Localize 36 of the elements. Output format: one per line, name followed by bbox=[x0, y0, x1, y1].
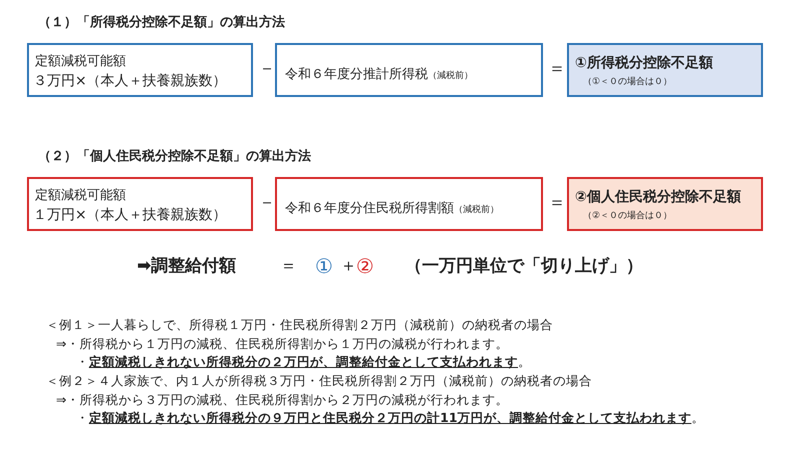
box-text: ３万円×（本人＋扶養親族数） bbox=[33, 72, 227, 90]
example-text: ⇒・所得税から３万円の減税、住民税所得割から２万円の減税が行われます。 bbox=[56, 391, 508, 409]
circled-number: ① bbox=[315, 253, 333, 280]
result-box bbox=[567, 43, 763, 97]
equals-sign: ＝ bbox=[548, 57, 566, 81]
box-text: 令和６年度分住民税所得割額 bbox=[285, 201, 454, 216]
box-note: （減税前） bbox=[428, 71, 473, 81]
circled-number: ② bbox=[356, 253, 374, 280]
rounding-note: （一万円単位で「切り上げ」） bbox=[405, 255, 643, 278]
formula-box bbox=[275, 43, 543, 97]
example-text: ＜例２＞４人家族で、内１人が所得税３万円・住民税所得割２万円（減税前）の納税者の場合 bbox=[46, 372, 592, 390]
section-heading: （１）「所得税分控除不足額」の算出方法 bbox=[38, 14, 285, 32]
example-text: ・定額減税しきれない所得税分の９万円と住民税分２万円の計11万円が、調整給付金として支払われます。 bbox=[76, 409, 706, 427]
box-heading: ①所得税分控除不足額 bbox=[575, 54, 713, 72]
box-heading: ②個人住民税分控除不足額 bbox=[575, 188, 741, 206]
formula-box bbox=[27, 43, 253, 97]
example-text: ＜例１＞一人暮らしで、所得税１万円・住民税所得割２万円（減税前）の納税者の場合 bbox=[46, 316, 553, 334]
example-text: ・定額減税しきれない所得税分の２万円が、調整給付金として支払われます。 bbox=[76, 353, 532, 371]
formula-text: ➡調整給付額 bbox=[137, 255, 236, 278]
box-text: 令和６年度分推計所得税 bbox=[285, 67, 428, 82]
equals-sign: ＝ bbox=[280, 255, 297, 278]
minus-sign: － bbox=[258, 191, 276, 215]
example-text: ⇒・所得税から１万円の減税、住民税所得割から１万円の減税が行われます。 bbox=[56, 335, 508, 353]
result-box bbox=[567, 177, 763, 231]
section-heading: （２）「個人住民税分控除不足額」の算出方法 bbox=[38, 148, 311, 166]
formula-box bbox=[275, 177, 543, 231]
box-heading: 定額減税可能額 bbox=[35, 53, 126, 70]
minus-sign: － bbox=[258, 57, 276, 81]
box-heading: 定額減税可能額 bbox=[35, 187, 126, 204]
box-note: （②＜０の場合は０） bbox=[583, 210, 672, 222]
box-text: １万円×（本人＋扶養親族数） bbox=[33, 206, 227, 224]
equals-sign: ＝ bbox=[548, 191, 566, 215]
box-note: （減税前） bbox=[454, 205, 499, 215]
box-note: （①＜０の場合は０） bbox=[583, 76, 672, 88]
formula-box bbox=[27, 177, 253, 231]
plus-sign: ＋ bbox=[340, 255, 357, 278]
